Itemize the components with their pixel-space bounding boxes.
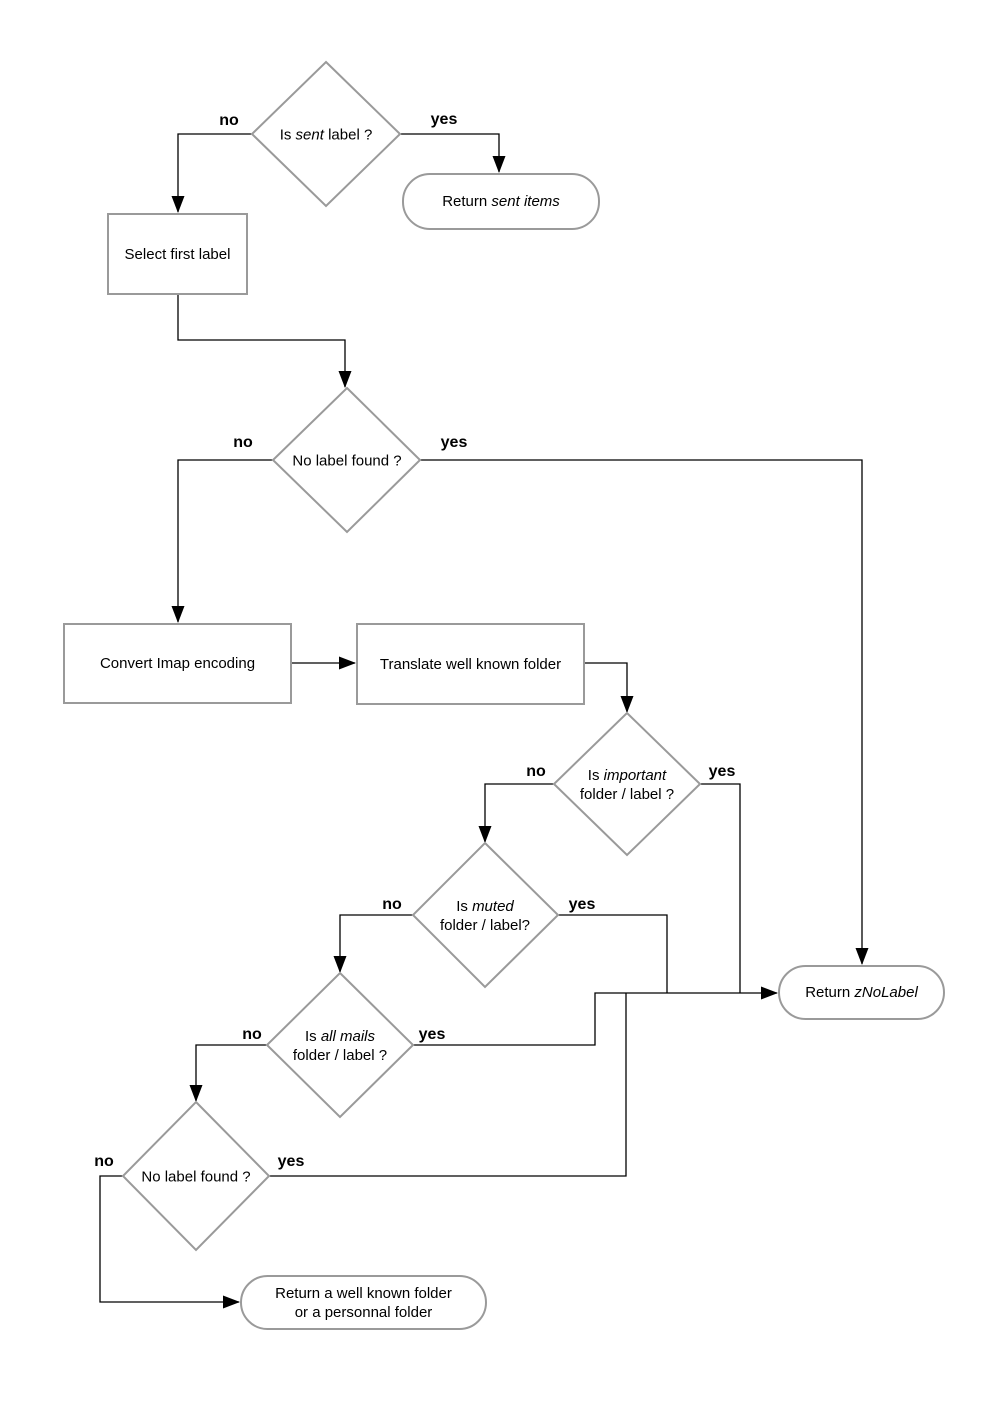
edge-muted-yes (558, 914, 668, 993)
terminator-return-znolabel-text: Return zNoLabel (805, 984, 918, 1001)
edge-label-nolabel2-no: no (94, 1153, 114, 1170)
edge-label-important-no: no (526, 763, 546, 780)
decision-important-label: Is important folder / label ? (579, 767, 675, 803)
edge-nolabel1-no (171, 459, 273, 623)
process-translate-well-known-folder-text: Translate well known folder (379, 655, 562, 673)
edge-label-important-yes: yes (708, 763, 736, 780)
edge-nolabel2-yes (269, 993, 627, 1177)
decision-nolabel1-shape (271, 386, 422, 534)
decision-important-shape (552, 711, 702, 857)
edge-select-to-nolabel1 (177, 295, 352, 388)
decision-sent-label: Is sent label ? (279, 126, 373, 144)
decision-muted-label: Is muted folder / label? (439, 898, 531, 934)
edge-label-allmails-yes: yes (418, 1026, 446, 1043)
process-convert-imap-encoding-text: Convert Imap encoding (99, 655, 256, 672)
edge-label-nolabel1-no: no (233, 434, 253, 451)
edge-allmails-yes-to-znolabel (413, 986, 778, 1046)
decision-nolabel2-shape (121, 1100, 271, 1252)
edge-label-muted-no: no (382, 896, 402, 913)
edge-allmails-no (189, 1044, 267, 1102)
decision-allmails-label: Is all mails folder / label ? (292, 1028, 388, 1064)
edge-label-allmails-no: no (242, 1026, 262, 1043)
edge-nolabel1-yes (420, 459, 869, 965)
edge-label-sent-yes: yes (430, 111, 458, 128)
edge-label-nolabel1-yes: yes (440, 434, 468, 451)
decision-nolabel1-label: No label found ? (292, 452, 402, 470)
decision-nolabel2-label: No label found ? (141, 1168, 251, 1186)
edge-sent-no (171, 133, 252, 213)
terminator-return-well-known-folder-line1: Return a well known folder (275, 1284, 452, 1302)
process-select-first-label: Select first label (107, 213, 248, 295)
terminator-return-well-known-folder: Return a well known folder or a personna… (240, 1275, 487, 1330)
decision-sent-shape (250, 60, 402, 208)
edge-important-no (478, 783, 554, 843)
edge-label-nolabel2-yes: yes (277, 1153, 305, 1170)
edge-nolabel2-no (99, 1175, 240, 1309)
terminator-return-znolabel: Return zNoLabel (778, 965, 945, 1020)
terminator-return-well-known-folder-line2: or a personnal folder (294, 1303, 433, 1321)
process-convert-imap-encoding: Convert Imap encoding (63, 623, 292, 704)
process-translate-well-known-folder: Translate well known folder (356, 623, 585, 705)
edge-translate-to-important (585, 662, 634, 713)
edge-important-yes (700, 783, 741, 993)
decision-allmails-shape (265, 971, 415, 1119)
terminator-return-sent-items: Return sent items (402, 173, 600, 230)
edge-label-sent-no: no (219, 112, 239, 129)
edge-muted-no (333, 914, 413, 973)
process-select-first-label-text: Select first label (124, 245, 231, 263)
edge-label-muted-yes: yes (568, 896, 596, 913)
terminator-return-sent-items-text: Return sent items (442, 193, 560, 210)
edge-sent-yes (400, 133, 506, 173)
decision-muted-shape (411, 841, 560, 989)
